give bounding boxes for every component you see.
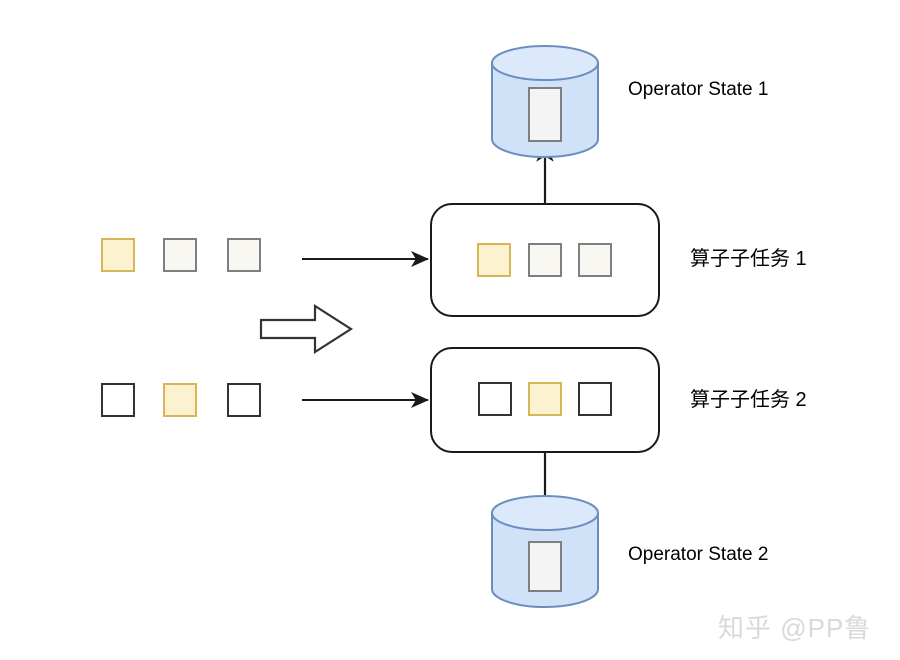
operator-state-1-label: Operator State 1 xyxy=(628,79,769,100)
subtask-1-record-2 xyxy=(528,243,562,277)
stream-2-record-1 xyxy=(101,383,135,417)
subtask-2-box[interactable] xyxy=(430,347,660,453)
subtask-2-record-2 xyxy=(528,382,562,416)
subtask-2-label: 算子子任务 2 xyxy=(690,389,807,411)
operator-state-2-cylinder xyxy=(490,495,600,608)
subtask-1-box[interactable] xyxy=(430,203,660,317)
subtask-1-record-3 xyxy=(578,243,612,277)
subtask-2-record-1 xyxy=(478,382,512,416)
stream-1-record-3 xyxy=(227,238,261,272)
operator-state-1-cylinder xyxy=(490,45,600,158)
stream-2-record-3 xyxy=(227,383,261,417)
subtask-1-record-1 xyxy=(477,243,511,277)
operator-state-1-slot xyxy=(528,87,562,142)
operator-state-2-slot xyxy=(528,541,562,592)
operator-state-2-label: Operator State 2 xyxy=(628,544,769,565)
watermark: 知乎 @PP鲁 xyxy=(718,613,872,643)
subtask-2-record-3 xyxy=(578,382,612,416)
stream-1-record-1 xyxy=(101,238,135,272)
stream-2-record-2 xyxy=(163,383,197,417)
stream-1-record-2 xyxy=(163,238,197,272)
subtask-1-label: 算子子任务 1 xyxy=(690,248,807,270)
block-arrow xyxy=(259,303,354,355)
